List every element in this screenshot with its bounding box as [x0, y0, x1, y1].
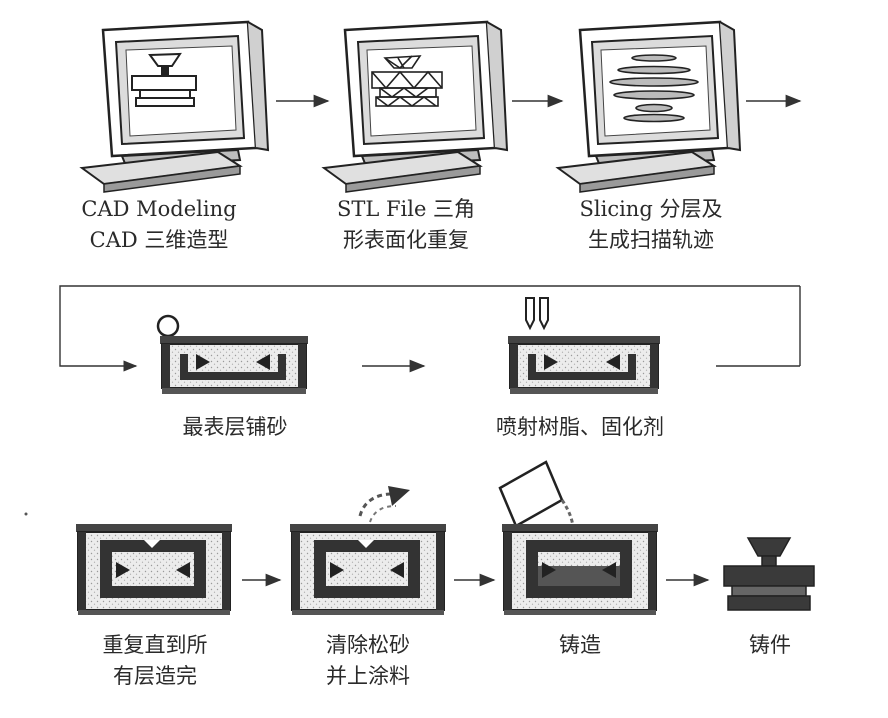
caption-resin: 喷射树脂、固化剂 [496, 415, 664, 439]
caption-clean: 清除松砂并上涂料 [326, 633, 410, 688]
clean-box [290, 486, 446, 615]
casting-part-icon [723, 537, 815, 611]
caption-sand: 最表层铺砂 [182, 415, 288, 439]
cad-part-icon [131, 52, 197, 107]
ladle-icon [498, 460, 564, 528]
print-nozzle-icon [525, 297, 549, 331]
slice-layers-icon [609, 54, 699, 123]
loose-sand-out-icon [358, 492, 393, 517]
computer-cad [79, 20, 270, 193]
connector-row1-row2 [59, 285, 800, 372]
stl-mesh-icon [371, 55, 443, 107]
caption-repeat: 重复直到所有层造完 [102, 633, 208, 688]
computer-stl [321, 20, 509, 193]
casting-box [498, 460, 658, 615]
sand-box [156, 314, 308, 394]
caption-part: 铸件 [749, 633, 791, 657]
caption-casting: 铸造 [559, 633, 601, 657]
caption-stl: STL File 三角形表面化重复 [336, 197, 476, 252]
resin-box [508, 297, 660, 394]
computer-slicing [555, 20, 742, 193]
caption-slicing: Slicing 分层及生成扫描轨迹 [579, 197, 723, 252]
repeat-box [76, 524, 232, 615]
sand-roller [156, 314, 180, 338]
stray-dot [24, 512, 28, 516]
